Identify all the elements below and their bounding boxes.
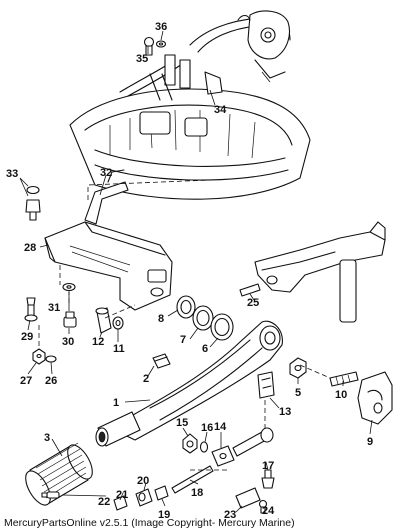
nut-30 (63, 311, 77, 328)
callout-7: 7 (180, 334, 186, 346)
callout-21: 21 (116, 489, 128, 501)
rod-18 (171, 465, 214, 494)
washer-31 (62, 282, 76, 292)
pin-21 (113, 495, 128, 511)
callout-34: 34 (214, 104, 227, 116)
engine-housing (69, 10, 311, 200)
callout-30: 30 (62, 336, 74, 348)
callout-20: 20 (137, 475, 149, 487)
washer-16 (199, 441, 209, 453)
callout-25: 25 (247, 297, 259, 309)
callout-32: 32 (100, 167, 112, 179)
screw-24 (258, 499, 268, 514)
bushing-19 (154, 485, 169, 501)
callout-6: 6 (202, 343, 208, 355)
callout-1: 1 (113, 397, 119, 409)
callout-24: 24 (262, 505, 275, 517)
nut-5 (289, 357, 307, 379)
screw-35 (143, 36, 155, 56)
bolt-29 (24, 297, 38, 322)
callout-15: 15 (176, 417, 188, 429)
washer-11 (112, 316, 124, 330)
callout-22: 22 (98, 496, 110, 508)
bushing-20 (135, 488, 153, 507)
bolt-33 (25, 185, 41, 221)
ring-7 (192, 305, 214, 331)
callout-29: 29 (21, 331, 33, 343)
callout-26: 26 (45, 375, 57, 387)
pin-25 (239, 283, 261, 297)
washer-36 (155, 40, 167, 48)
callout-23: 23 (224, 509, 236, 521)
callout-19: 19 (158, 509, 170, 521)
callout-10: 10 (335, 389, 347, 401)
screw-17 (261, 469, 275, 489)
ring-8 (176, 295, 196, 319)
callout-13: 13 (279, 406, 291, 418)
plate-23 (235, 487, 261, 509)
callout-14: 14 (214, 421, 227, 433)
callout-31: 31 (48, 302, 60, 314)
bracket-9 (357, 371, 393, 425)
callout-3: 3 (44, 432, 50, 444)
copyright-footer: MercuryPartsOnline v2.5.1 (Image Copyrig… (4, 517, 295, 529)
callout-9: 9 (367, 436, 373, 448)
bushing-12 (95, 307, 112, 334)
knob-15 (182, 433, 198, 454)
callout-36: 36 (155, 21, 167, 33)
callout-17: 17 (262, 460, 274, 472)
callout-33: 33 (6, 168, 18, 180)
leader-lines (19, 30, 373, 513)
rod-linkage (232, 427, 274, 457)
clamp-bracket (254, 221, 386, 323)
screw-22 (41, 491, 60, 499)
callout-16: 16 (201, 422, 213, 434)
callout-5: 5 (295, 387, 301, 399)
swivel-bracket (44, 169, 173, 311)
callout-12: 12 (92, 336, 104, 348)
bolt-10 (329, 371, 359, 387)
callout-28: 28 (24, 242, 36, 254)
callout-18: 18 (191, 487, 203, 499)
callout-labels: 1 2 3 5 6 7 8 9 10 11 12 13 14 15 16 17 … (6, 21, 373, 521)
clip-2 (152, 353, 171, 369)
block-14 (211, 445, 235, 467)
assembly-lines (38, 179, 331, 471)
link-13 (257, 371, 275, 399)
steering-tube (95, 320, 283, 447)
nut-27 (32, 348, 46, 365)
washer-26 (45, 355, 57, 363)
callout-2: 2 (143, 373, 149, 385)
callout-27: 27 (20, 375, 32, 387)
ring-6 (210, 313, 234, 341)
callout-8: 8 (158, 313, 164, 325)
callout-11: 11 (113, 343, 125, 355)
callout-35: 35 (136, 53, 148, 65)
